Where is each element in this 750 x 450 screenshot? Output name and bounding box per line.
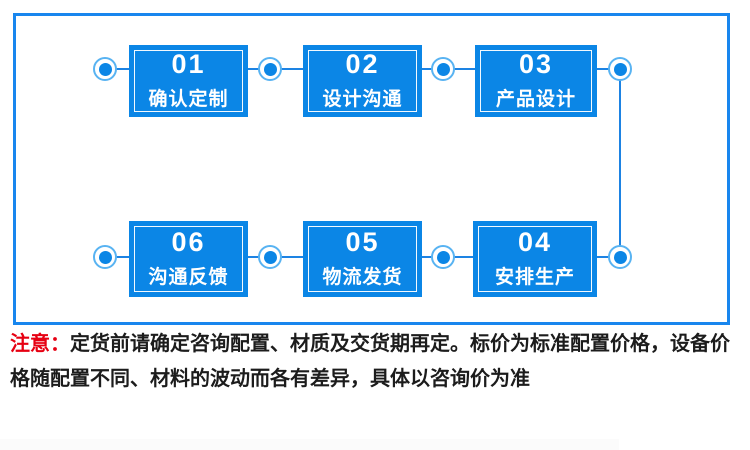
step-number: 02: [345, 49, 380, 79]
step-number: 06: [171, 227, 206, 257]
flow-step-02: 02 设计沟通: [303, 45, 422, 117]
flow-step-01: 01 确认定制: [129, 45, 248, 117]
connector-line-vertical: [619, 68, 621, 258]
connector-node: [608, 57, 632, 81]
node-dot-icon: [436, 62, 450, 76]
node-dot-icon: [613, 250, 627, 264]
node-dot-icon: [263, 62, 277, 76]
footer-strip: [0, 439, 619, 450]
notice-text: 注意：定货前请确定咨询配置、材质及交货期再定。标价为标准配置价格，设备价格随配置…: [10, 327, 747, 397]
connector-node: [93, 57, 117, 81]
step-label: 安排生产: [494, 267, 575, 288]
step-label: 物流发货: [322, 267, 403, 288]
connector-node: [431, 57, 455, 81]
flow-step-04: 04 安排生产: [473, 221, 597, 297]
step-label: 设计沟通: [322, 89, 403, 110]
node-dot-icon: [98, 62, 112, 76]
step-number: 03: [518, 49, 554, 79]
flowchart-frame: [13, 13, 730, 325]
notice-prefix: 注意：: [10, 333, 70, 355]
node-dot-icon: [263, 250, 277, 264]
connector-node: [258, 57, 282, 81]
connector-node: [608, 245, 632, 269]
notice-body: 定货前请确定咨询配置、材质及交货期再定。标价为标准配置价格，设备价格随配置不同、…: [10, 333, 730, 390]
flow-step-05: 05 物流发货: [303, 221, 422, 297]
node-dot-icon: [613, 62, 627, 76]
step-label: 沟通反馈: [148, 267, 229, 288]
node-dot-icon: [436, 250, 450, 264]
connector-node: [258, 245, 282, 269]
step-number: 04: [517, 227, 553, 257]
flow-step-03: 03 产品设计: [475, 45, 597, 117]
step-number: 01: [171, 49, 206, 79]
node-dot-icon: [98, 250, 112, 264]
step-label: 确认定制: [148, 89, 229, 110]
flow-step-06: 06 沟通反馈: [129, 221, 248, 297]
step-number: 05: [345, 227, 380, 257]
connector-node: [431, 245, 455, 269]
connector-node: [93, 245, 117, 269]
step-label: 产品设计: [495, 89, 576, 110]
